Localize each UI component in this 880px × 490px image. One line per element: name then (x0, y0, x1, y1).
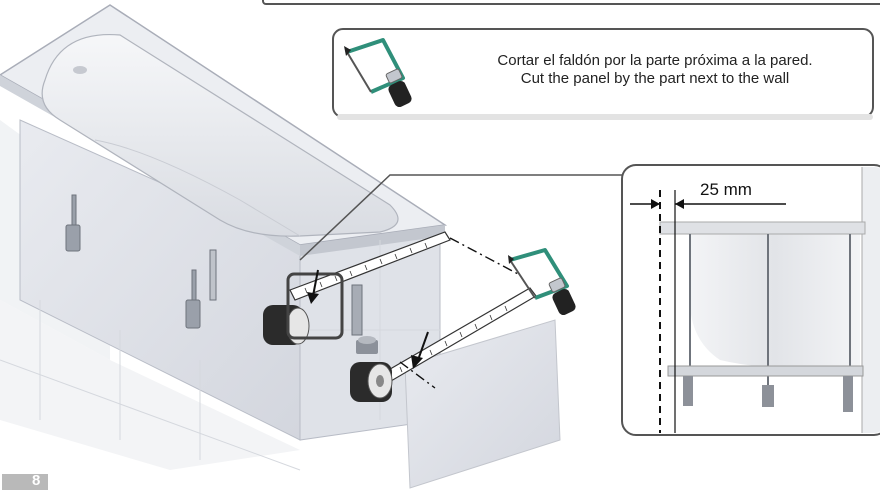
instruction-callout (332, 28, 874, 120)
panel-illustration (350, 237, 561, 489)
instruction-spanish: Cortar el faldón por la parte próxima a … (497, 52, 813, 69)
instruction-text: Cortar el faldón por la parte próxima a … (440, 52, 870, 88)
detail-view (621, 164, 880, 436)
top-banner (262, 0, 880, 5)
page-number: 8 (32, 472, 41, 489)
dimension-label: 25 mm (700, 180, 752, 199)
hacksaw-icon (344, 38, 412, 108)
detail-leader-line (299, 174, 622, 261)
instruction-english: Cut the panel by the part next to the wa… (520, 70, 790, 87)
page-number-tab: 8 (2, 472, 48, 490)
scene-hacksaw-icon (508, 248, 576, 316)
bathtub-illustration (0, 4, 451, 471)
